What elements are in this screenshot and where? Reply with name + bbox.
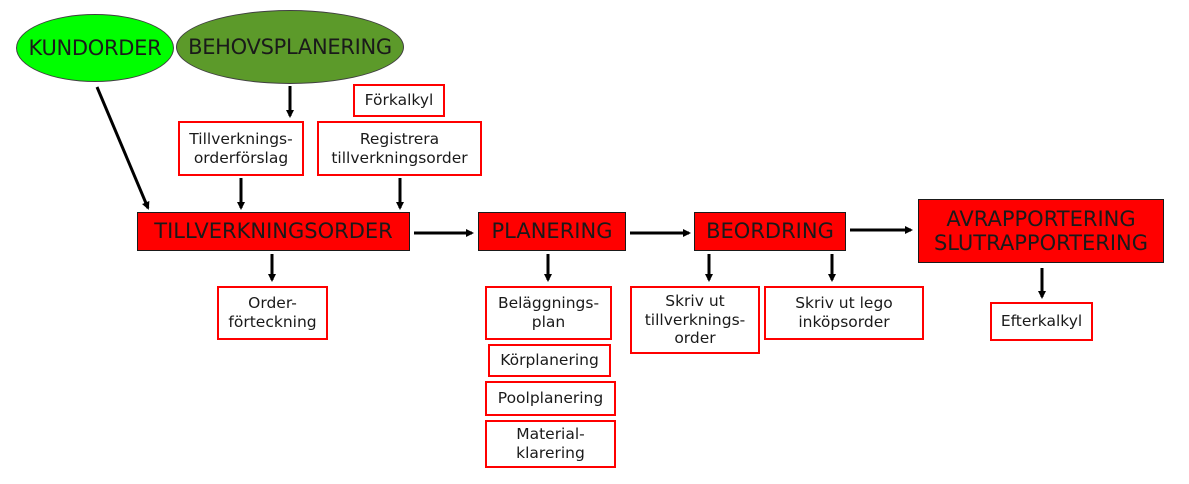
avrapportering-label: AVRAPPORTERING SLUTRAPPORTERING <box>933 206 1149 255</box>
tillverkningsorderforslag-label: Tillverknings- orderförslag <box>189 129 293 167</box>
tillverkningsorderforslag-box: Tillverknings- orderförslag <box>178 121 304 176</box>
tillverkningsorder-label: TILLVERKNINGSORDER <box>154 219 393 244</box>
skriv-tillverkningsorder-box: Skriv ut tillverknings- order <box>630 286 760 354</box>
belaggningsplan-label: Beläggnings- plan <box>497 294 600 331</box>
skriv-lego-label: Skriv ut lego inköpsorder <box>795 294 893 331</box>
orderforteckning-label: Order- förteckning <box>228 294 317 331</box>
registrera-box: Registrera tillverkningsorder <box>317 121 482 176</box>
beordring-label: BEORDRING <box>706 219 834 244</box>
tillverkningsorder-box: TILLVERKNINGSORDER <box>137 212 410 251</box>
poolplanering-box: Poolplanering <box>485 381 616 416</box>
efterkalkyl-box: Efterkalkyl <box>990 302 1093 341</box>
kundorder-ellipse: KUNDORDER <box>16 14 174 82</box>
beordring-box: BEORDRING <box>694 212 846 251</box>
belaggningsplan-box: Beläggnings- plan <box>485 286 612 340</box>
orderforteckning-box: Order- förteckning <box>217 286 328 340</box>
materialklarering-label: Material- klarering <box>516 425 585 462</box>
forkalkyl-box: Förkalkyl <box>353 84 445 117</box>
behovsplanering-ellipse: BEHOVSPLANERING <box>176 10 404 84</box>
materialklarering-box: Material- klarering <box>485 420 616 468</box>
korplanering-box: Körplanering <box>488 344 611 377</box>
planering-box: PLANERING <box>478 212 626 251</box>
behovsplanering-label: BEHOVSPLANERING <box>188 35 392 59</box>
efterkalkyl-label: Efterkalkyl <box>1000 312 1083 331</box>
forkalkyl-label: Förkalkyl <box>364 91 434 110</box>
skriv-tillverkningsorder-label: Skriv ut tillverknings- order <box>644 292 746 348</box>
avrapportering-box: AVRAPPORTERING SLUTRAPPORTERING <box>918 199 1164 263</box>
poolplanering-label: Poolplanering <box>497 389 604 408</box>
skriv-lego-box: Skriv ut lego inköpsorder <box>764 286 924 340</box>
registrera-label: Registrera tillverkningsorder <box>331 129 468 167</box>
arrow-kundorder-to-tillverkningsorder <box>95 86 150 210</box>
kundorder-label: KUNDORDER <box>28 36 162 60</box>
korplanering-label: Körplanering <box>500 351 599 370</box>
planering-label: PLANERING <box>491 219 613 244</box>
